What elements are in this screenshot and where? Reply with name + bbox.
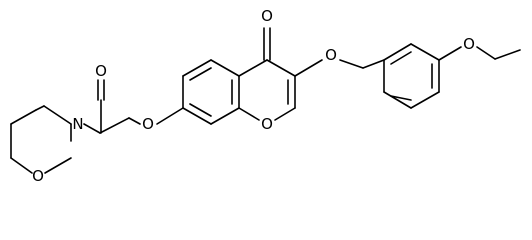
bond <box>476 46 496 60</box>
bond <box>44 157 72 174</box>
bond <box>274 107 296 121</box>
bond <box>238 107 260 121</box>
bond <box>83 123 101 134</box>
bond <box>494 49 521 60</box>
bond <box>210 59 240 77</box>
bond <box>10 109 37 125</box>
bond <box>182 59 212 77</box>
bond <box>410 43 440 61</box>
bond <box>189 67 212 81</box>
bond <box>294 59 323 77</box>
atom-ketone-oxygen: O <box>261 7 273 25</box>
bond <box>410 91 440 109</box>
bond <box>189 103 212 117</box>
bond <box>390 95 412 101</box>
bond <box>35 105 45 111</box>
atom-ester-oxygen: O <box>142 115 154 133</box>
atom-ether-oxygen: O <box>325 46 337 64</box>
atom-morpholine-oxygen: O <box>32 167 44 185</box>
bond <box>339 59 364 69</box>
atom-morpholine-nitrogen: N <box>72 115 83 133</box>
bond <box>128 117 141 125</box>
atom-ring-oxygen: O <box>261 115 273 133</box>
bond <box>390 51 412 65</box>
atom-methoxy-oxygen: O <box>463 35 475 53</box>
atom-label-layer: O N O O O O O O <box>32 7 475 185</box>
bond <box>182 107 212 125</box>
bond-layer <box>10 27 521 174</box>
atom-carbonyl-oxygen: O <box>95 62 107 80</box>
bond <box>438 46 462 61</box>
bond <box>156 107 184 125</box>
bond <box>99 117 130 134</box>
bond <box>238 59 268 77</box>
bond <box>383 43 412 61</box>
bond <box>43 105 72 125</box>
bond <box>210 107 240 125</box>
bond <box>362 59 385 69</box>
bond <box>266 59 296 77</box>
bond <box>383 91 412 109</box>
chemical-structure-diagram: O N O O O O O O <box>10 7 521 185</box>
bond <box>10 157 33 174</box>
